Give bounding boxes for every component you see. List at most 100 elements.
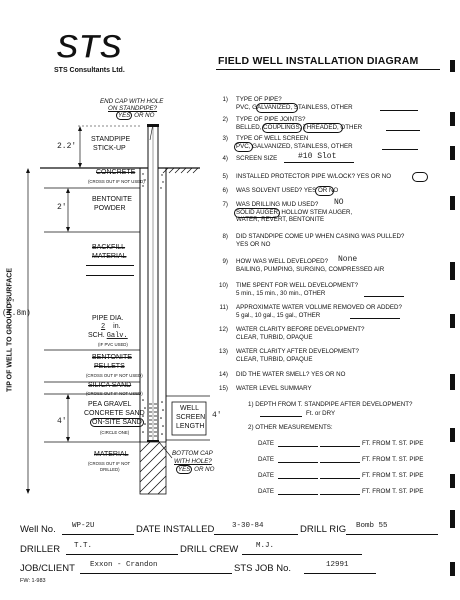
bottom-cap-label: BOTTOM CAP [172, 450, 213, 457]
pea-gravel-label: PEA GRAVEL [88, 401, 132, 408]
question-text: WATER LEVEL SUMMARY [236, 385, 312, 392]
developed-value: None [338, 255, 358, 264]
depth-blank [260, 416, 302, 417]
native-material-label: MATERIAL [94, 451, 129, 458]
answer-blank [382, 149, 418, 150]
question-number: 13) [219, 348, 228, 355]
question-text: DID STANDPIPE COME UP WHEN CASING WAS PU… [236, 233, 405, 240]
answer-options: PVC, GALVANIZED, STAINLESS, OTHER [236, 143, 353, 150]
from-label: FT. FROM T. ST. PIPE [362, 456, 424, 463]
well-no-value: WP-2U [72, 522, 95, 530]
date-label: DATE [258, 440, 275, 447]
bottom-cap-answer: YES OR NO [176, 465, 214, 474]
question-number: 2) [222, 116, 228, 123]
depth-question-text: 1) DEPTH FROM T. STANDPIPE AFTER DEVELOP… [248, 401, 413, 408]
bottom-cap-label: WITH HOLE? [174, 458, 212, 465]
binding-bar [450, 428, 455, 442]
concrete-label: CONCRETE [96, 169, 136, 176]
job-client-field[interactable]: Exxon - Crandon [80, 561, 232, 574]
circle-yes [315, 186, 334, 196]
date-label: DATE [258, 456, 275, 463]
date-blank [278, 446, 318, 447]
question-number: 7) [222, 201, 228, 208]
drill-rig-value: Bomb 55 [356, 522, 388, 530]
sts-job-value: 12991 [326, 561, 349, 569]
answer-options: CLEAR, TURBID, OPAQUE [236, 356, 313, 363]
pipe-dia-value: 2 [101, 323, 106, 331]
date-blank [278, 494, 318, 495]
job-client-value: Exxon - Crandon [90, 561, 158, 569]
answer-blank [350, 318, 400, 319]
driller-label: DRILLER [20, 544, 61, 555]
date-installed-value: 3-30-84 [232, 522, 264, 530]
date-installed-field[interactable]: 3-30-84 [214, 522, 298, 535]
bentonite-dim: 2' [57, 203, 67, 212]
question-number: 11) [219, 304, 228, 311]
pipe-dia-row: 2 in. [95, 323, 121, 331]
well-no-label: Well No. [20, 524, 56, 535]
company-logo: STS [54, 27, 124, 67]
drill-crew-field[interactable]: M.J. [242, 542, 362, 555]
sts-job-field[interactable]: 12991 [304, 561, 376, 574]
other-measurements-text: 2) OTHER MEASUREMENTS: [248, 424, 333, 431]
question-text: TYPE OF WELL SCREEN [236, 135, 309, 142]
answer-options: 5 gal., 10 gal., 15 gal., OTHER [236, 312, 321, 319]
binding-bar [450, 196, 455, 210]
question-number: 10) [219, 282, 228, 289]
answer-blank [386, 130, 420, 131]
from-label: FT. FROM T. ST. PIPE [362, 440, 424, 447]
date-installed-label: DATE INSTALLED [136, 524, 215, 535]
question-number: 12) [219, 326, 228, 333]
question-text: DID THE WATER SMELL? YES OR NO [236, 371, 346, 378]
drill-rig-field[interactable]: Bomb 55 [346, 522, 438, 535]
binding-bar [450, 112, 455, 126]
depth-unit: Ft. or DRY [306, 410, 336, 417]
from-label: FT. FROM T. ST. PIPE [362, 488, 424, 495]
answer-blank [364, 296, 404, 297]
driller-field[interactable]: T.T. [66, 542, 178, 555]
end-cap-no: OR NO [134, 112, 155, 119]
well-screen-label: WELL [180, 405, 200, 412]
drilling-mud-value: NO [334, 198, 344, 207]
question-text: INSTALLED PROTECTOR PIPE W/LOCK? YES OR … [236, 173, 392, 180]
from-label: FT. FROM T. ST. PIPE [362, 472, 424, 479]
circle-galvanized [256, 103, 298, 113]
date-label: DATE [258, 472, 275, 479]
circle-solid-auger [234, 208, 280, 218]
end-cap-answer: YES OR NO [116, 111, 155, 120]
silica-sand-label: SILICA SAND [88, 382, 132, 389]
question-text: HOW WAS WELL DEVELOPED? [236, 258, 329, 265]
well-no-field[interactable]: WP-2U [62, 522, 134, 535]
material-note: DRILLED) [100, 467, 120, 472]
job-client-label: JOB/CLIENT [20, 563, 75, 574]
total-depth-dim: 6' [6, 299, 16, 308]
material-note: (CROSS OUT IF NOT [88, 461, 131, 466]
binding-bar [450, 374, 455, 390]
answer-options: BAILING, PUMPING, SURGING, COMPRESSED AI… [236, 266, 385, 273]
well-diagram [26, 123, 210, 495]
if-pvc-note: (IF PVC USED) [98, 342, 128, 347]
binding-bar [450, 510, 455, 528]
answer-options: SOLID AUGER, HOLLOW STEM AUGER, [236, 209, 353, 216]
vertical-depth-text: TIP OF WELL TO GROUND SURFACE [6, 267, 14, 393]
question-text: APPROXIMATE WATER VOLUME REMOVED OR ADDE… [236, 304, 402, 311]
stickup-dim: 2.2' [57, 142, 77, 151]
reading-blank [320, 478, 360, 479]
question-number: 9) [222, 258, 228, 265]
question-number: 1) [222, 96, 228, 103]
date-blank [278, 462, 318, 463]
circle-couplings [262, 123, 302, 133]
gravel-dim: 4' [57, 417, 67, 426]
backfill-line [86, 265, 134, 266]
standpipe-stickup-label: STANDPIPE [91, 136, 131, 143]
answer-blank [380, 110, 418, 111]
binding-bar [450, 474, 455, 488]
well-screen-label: SCREEN [176, 414, 206, 421]
sch-row: SCH. Galv. [88, 332, 128, 340]
well-screen-label: LENGTH [176, 423, 205, 430]
reading-blank [320, 446, 360, 447]
date-blank [278, 478, 318, 479]
question-text: WAS SOLVENT USED? YES OR NO [236, 187, 339, 194]
question-text: WAS DRILLING MUD USED? [236, 201, 319, 208]
backfill-label: BACKFILL [92, 244, 126, 251]
